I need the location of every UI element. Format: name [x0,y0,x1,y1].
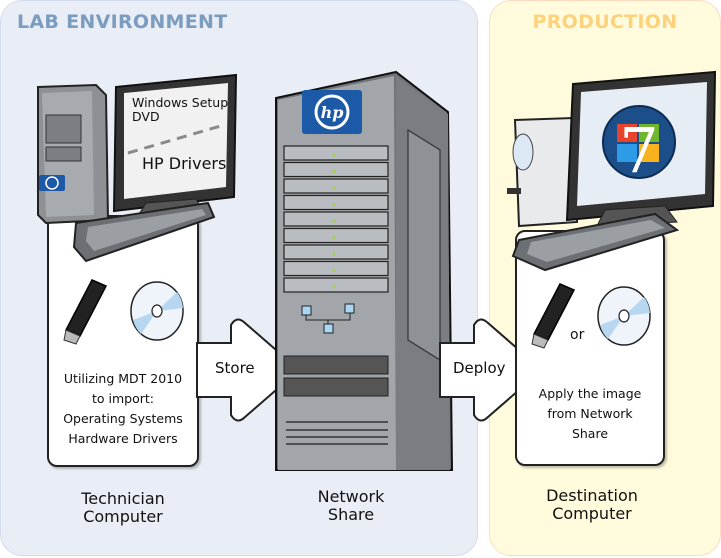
destination-computer-caption: Destination Computer [517,487,667,523]
drive-bay [283,277,389,293]
card-line: from Network [547,406,633,421]
usb-drive-icon [531,283,576,349]
lab-environment-title: LAB ENVIRONMENT [17,11,228,33]
production-title: PRODUCTION [532,11,678,33]
drive-led [332,153,336,157]
caption-line: Destination [546,486,638,505]
drive-bay [283,244,389,260]
windows-7-numeral: 7 [619,114,658,187]
card-line: Apply the image [538,386,642,401]
card-line: Share [571,426,609,441]
network-icon [301,303,355,334]
deploy-label: Deploy [453,359,506,377]
drive-led [332,269,336,272]
screen-text-dvd: DVD [132,109,160,124]
drive-led [332,236,336,239]
hp-logo-icon [39,175,65,191]
drive-led [332,170,336,173]
drive-bay [283,178,389,194]
keyboard-icon [72,201,216,263]
drive-bay [283,211,389,227]
cd-disc-icon [130,281,184,341]
server-tower-icon: hp [275,70,454,471]
cd-disc-icon [597,286,651,346]
caption-line: Network [317,487,385,506]
caption-line: Share [327,505,375,524]
keyboard-icon [511,212,680,272]
server-logo-text: hp [321,103,344,122]
drive-led [332,186,336,190]
drive-bay [283,161,389,178]
destination-card: or Apply the image from Network Share [515,230,665,466]
store-label: Store [215,359,255,377]
caption-line: Technician [81,489,165,508]
usb-drive-icon [63,279,108,345]
or-label: or [570,327,585,343]
drive-bay [283,145,389,161]
screen-text-hp-drivers: HP Drivers [142,154,226,173]
screen-text-windows-setup: Windows Setup [132,95,228,110]
drive-led [332,252,336,256]
hp-logo-icon: hp [302,90,362,134]
drive-bays [283,145,389,293]
card-line: Operating Systems [63,411,183,426]
drive-bay [283,194,389,211]
drive-led [332,285,336,289]
desktop-computer-icon: Windows Setup DVD HP Drivers [37,73,238,263]
network-share-caption: Network Share [276,488,426,524]
drive-bay [283,227,389,244]
card-line: Hardware Drivers [68,431,178,446]
drive-bay [283,260,389,277]
technician-computer-caption: Technician Computer [48,490,198,526]
windows-7-logo-icon: 7 [602,105,676,187]
destination-card-text: Apply the image from Network Share [517,384,663,444]
caption-line: Computer [83,507,163,526]
drive-led [332,219,336,223]
card-line: to import: [91,391,154,406]
desktop-computer-icon: 7 [507,70,717,272]
technician-card-text: Utilizing MDT 2010 to import: Operating … [49,369,197,449]
card-line: Utilizing MDT 2010 [63,371,183,386]
drive-led [332,203,336,206]
caption-line: Computer [552,504,632,523]
